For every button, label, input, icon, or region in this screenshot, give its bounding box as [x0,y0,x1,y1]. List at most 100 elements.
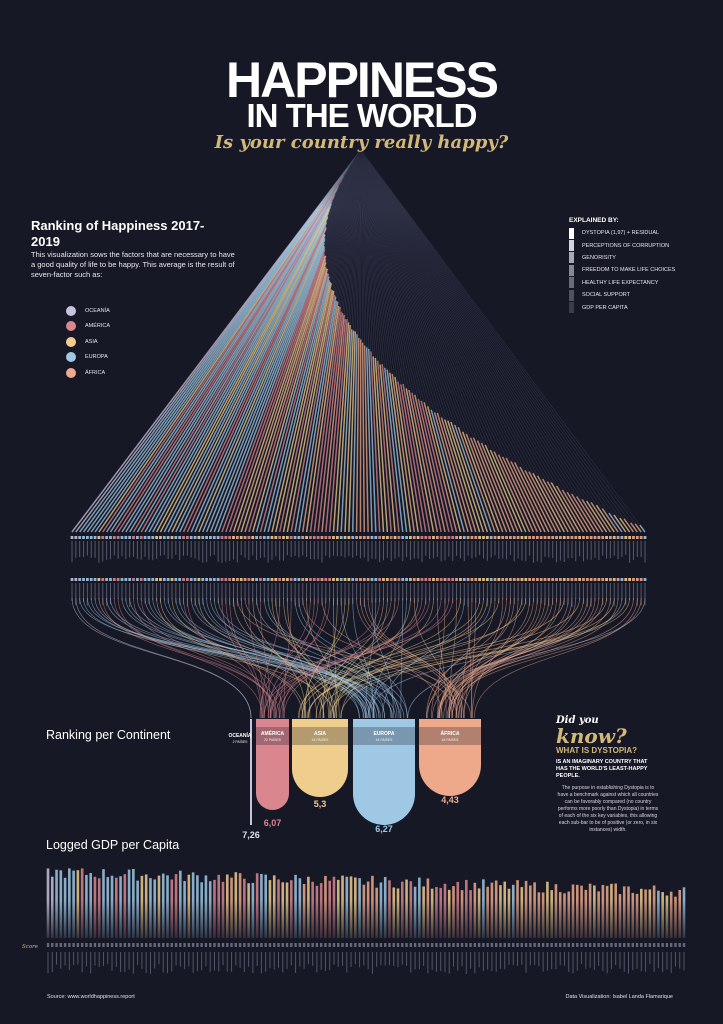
country-label [371,541,373,559]
country-label [90,541,92,558]
ranking-line [426,406,462,533]
country-marker [343,578,347,581]
country-label [136,583,138,600]
country-marker [539,578,543,581]
score-value [281,943,284,947]
gdp-country-label [670,952,672,973]
ranking-line [159,210,330,533]
score-value [209,943,212,947]
country-label [198,583,200,605]
country-marker [347,536,351,539]
score-value [405,943,408,947]
continent-flow-line [449,597,457,719]
country-label [513,541,515,562]
gdp-country-label [359,952,361,968]
continent-flow-line [427,597,554,719]
continent-name: EUROPA [373,731,394,737]
continent-flow-line [190,597,380,719]
country-marker [174,578,178,581]
score-value [494,943,498,947]
score-value [174,943,178,947]
country-marker [151,536,155,539]
ranking-line [301,301,339,533]
ranking-line [313,311,342,533]
country-label [394,541,396,559]
country-label [133,541,135,557]
country-label [556,583,558,603]
country-label [206,583,208,600]
country-marker [251,536,255,539]
gdp-country-label [320,952,322,970]
country-marker [512,536,516,539]
country-marker [74,536,78,539]
country-marker [155,536,159,539]
score-value [529,943,532,947]
score-value [635,943,639,947]
continent-bar [353,719,415,825]
country-marker [632,578,635,581]
score-value [140,943,144,947]
country-label [582,583,584,605]
country-marker [497,536,501,539]
country-marker [416,578,420,581]
ranking-line [532,472,565,533]
country-label [317,583,319,604]
score-value [136,943,139,947]
ranking-line [556,485,585,533]
score-value [371,943,374,947]
country-label [379,541,381,563]
explained-swatch [569,240,574,252]
gdp-country-label [495,952,497,972]
continent-flow-line [426,597,507,719]
ranking-line [433,412,469,533]
continent-flow-line [279,597,423,719]
continent-flow-line [270,597,450,719]
country-marker [78,536,82,539]
score-value [430,943,434,947]
country-label [590,583,592,607]
continent-flow-line [301,597,527,719]
gdp-country-label [337,952,339,967]
country-label [459,583,461,604]
score-value [230,943,233,947]
country-label [644,583,646,606]
country-label [521,583,523,606]
gdp-country-label [563,952,565,966]
ranking-line [232,255,327,533]
ranking-fan [0,140,723,533]
country-marker [174,536,178,539]
gdp-country-label [295,952,297,973]
country-label [102,583,104,605]
country-label [275,541,277,557]
gdp-country-label [559,952,561,966]
country-marker [189,578,193,581]
country-marker [374,578,378,581]
country-marker [578,536,582,539]
continent-flow-line [371,597,394,719]
country-marker [443,578,447,581]
gdp-country-label [534,952,536,966]
country-label [179,583,181,605]
gdp-country-label [316,952,318,973]
country-label [79,583,81,605]
explained-label: FREEDOM TO MAKE LIFE CHOICES [582,267,676,274]
ranking-line [542,478,573,533]
country-label [194,583,196,607]
country-label [98,541,100,563]
country-label [456,541,458,556]
country-label [548,583,550,607]
explained-item: FREEDOM TO MAKE LIFE CHOICES [569,264,689,276]
country-label [313,583,315,605]
country-marker [601,536,605,539]
ranking-line [305,305,340,533]
country-marker [351,578,355,581]
country-label [552,541,554,559]
gdp-country-label [666,952,668,970]
ranking-line [386,369,408,533]
country-marker [193,536,197,539]
gdp-country-label [619,952,621,969]
country-marker [485,578,489,581]
score-value [580,943,583,947]
score-value [217,943,220,947]
